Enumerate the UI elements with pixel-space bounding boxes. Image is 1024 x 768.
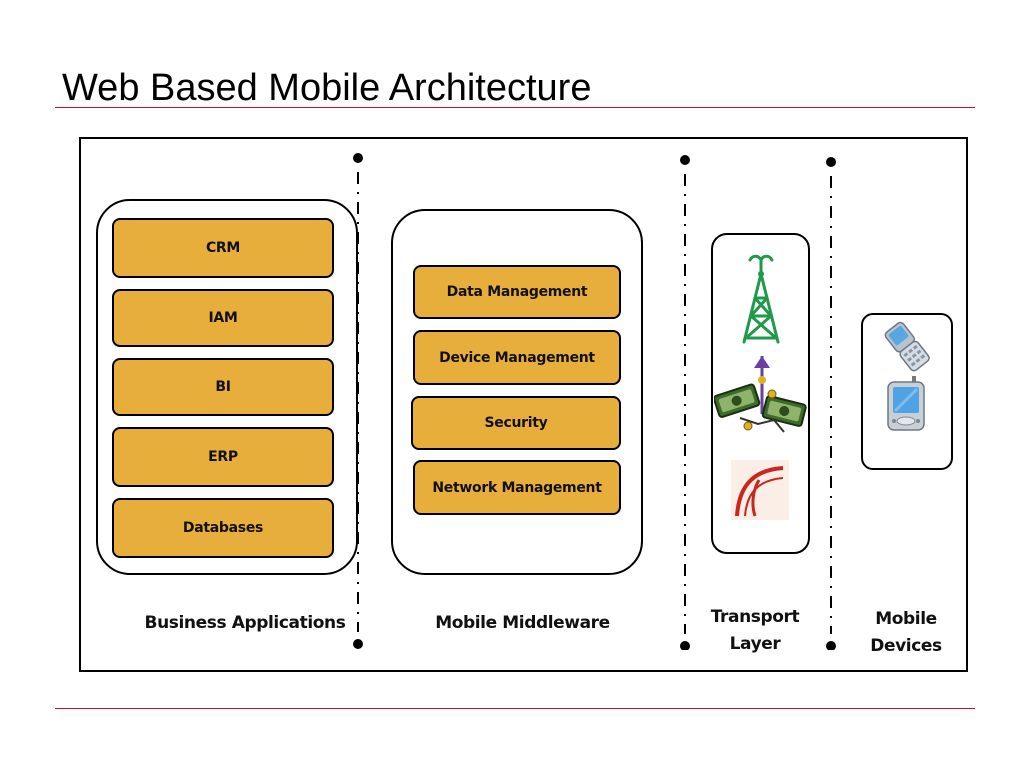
bi-box: BI <box>112 358 334 416</box>
transport-logo-icon <box>731 460 789 520</box>
data-management-box: Data Management <box>413 265 621 319</box>
mobile-middleware-group <box>391 209 643 575</box>
divider-middleware-transport <box>680 155 690 650</box>
pda-icon <box>887 376 925 431</box>
slide-title: Web Based Mobile Architecture <box>62 67 592 109</box>
mobile-devices-label-line1: Mobile <box>875 609 937 629</box>
iam-box: IAM <box>112 289 334 347</box>
footer-rule <box>55 708 975 709</box>
business-applications-label: Business Applications <box>144 613 346 633</box>
mobile-devices-label-line2: Devices <box>870 636 942 656</box>
flip-phone-icon <box>884 321 930 372</box>
transport-label-line2: Layer <box>729 634 781 654</box>
money-network-icon <box>714 356 807 433</box>
security-box: Security <box>411 396 621 450</box>
transport-layer-label: Transport Layer <box>700 604 810 658</box>
erp-box: ERP <box>112 427 334 487</box>
divider-transport-devices <box>826 157 836 650</box>
divider-business-middleware <box>353 153 363 649</box>
mobile-devices-label: Mobile Devices <box>856 606 956 660</box>
transport-label-line1: Transport <box>710 607 800 627</box>
title-underline <box>55 107 975 108</box>
network-management-box: Network Management <box>413 460 621 515</box>
radio-tower-icon <box>742 254 780 344</box>
databases-box: Databases <box>112 498 334 558</box>
crm-box: CRM <box>112 218 334 278</box>
mobile-middleware-label: Mobile Middleware <box>435 613 610 633</box>
device-management-box: Device Management <box>413 330 621 385</box>
